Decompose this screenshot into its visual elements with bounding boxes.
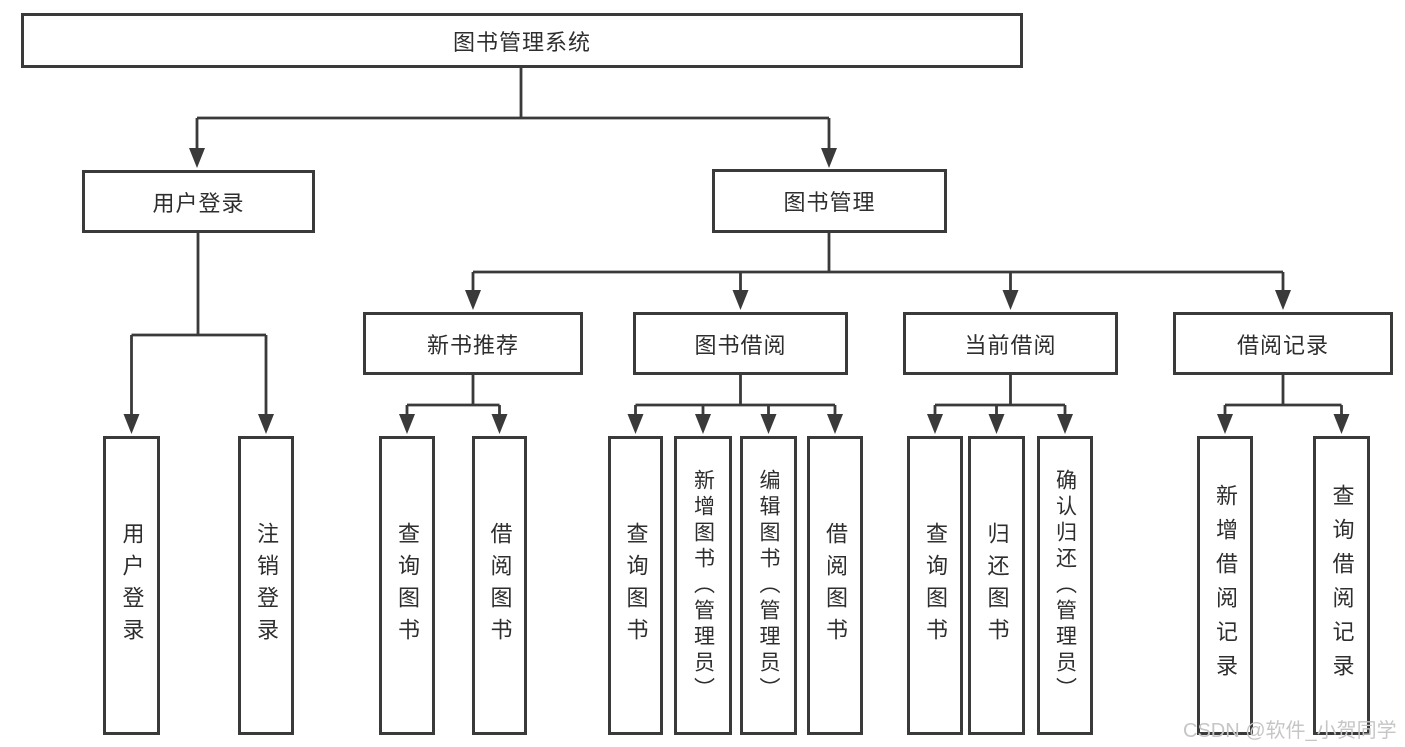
watermark-text: CSDN @软件_小贺同学 — [1183, 720, 1397, 742]
leaf-confirm-return-admin: 确认归还（管理员） — [1037, 436, 1093, 735]
leaf-return-books: 归还图书 — [968, 436, 1025, 735]
node-borrow-records: 借阅记录 — [1173, 312, 1393, 375]
leaf-logout-label: 注销登录 — [254, 521, 279, 650]
node-new-book-recommend: 新书推荐 — [363, 312, 583, 375]
leaf-edit-book-admin: 编辑图书（管理员） — [740, 436, 797, 735]
leaf-add-borrow-record: 新增借阅记录 — [1197, 436, 1253, 735]
node-system-root: 图书管理系统 — [21, 13, 1023, 68]
leaf-recommend-query-books: 查询图书 — [379, 436, 435, 735]
leaf-recommend-borrow-books-label: 借阅图书 — [487, 521, 513, 650]
node-book-borrow: 图书借阅 — [633, 312, 848, 375]
node-book-management-label: 图书管理 — [783, 190, 876, 215]
leaf-query-borrow-record-label: 查询借阅记录 — [1329, 483, 1355, 688]
leaf-add-borrow-record-label: 新增借阅记录 — [1213, 483, 1238, 688]
leaf-add-book-admin-label: 新增图书（管理员） — [691, 468, 715, 703]
leaf-user-login-label: 用户登录 — [119, 521, 145, 650]
leaf-user-login: 用户登录 — [103, 436, 160, 735]
leaf-current-query-books: 查询图书 — [907, 436, 963, 735]
node-book-borrow-label: 图书借阅 — [694, 332, 787, 358]
node-current-borrow: 当前借阅 — [903, 312, 1118, 375]
leaf-add-book-admin: 新增图书（管理员） — [674, 436, 732, 735]
node-user-login-label: 用户登录 — [152, 190, 245, 216]
node-new-book-recommend-label: 新书推荐 — [426, 332, 519, 358]
leaf-query-borrow-record: 查询借阅记录 — [1313, 436, 1370, 735]
leaf-borrow-query-books: 查询图书 — [608, 436, 663, 735]
leaf-return-books-label: 归还图书 — [984, 521, 1010, 650]
leaf-edit-book-admin-label: 编辑图书（管理员） — [757, 468, 780, 703]
leaf-recommend-borrow-books: 借阅图书 — [472, 436, 527, 735]
leaf-borrow-query-books-label: 查询图书 — [623, 521, 649, 650]
node-current-borrow-label: 当前借阅 — [964, 332, 1057, 358]
leaf-current-query-books-label: 查询图书 — [923, 521, 948, 650]
node-system-root-label: 图书管理系统 — [452, 29, 591, 55]
node-borrow-records-label: 借阅记录 — [1236, 332, 1329, 358]
node-user-login: 用户登录 — [82, 170, 315, 233]
leaf-recommend-query-books-label: 查询图书 — [395, 521, 420, 650]
leaf-borrow-books-label: 借阅图书 — [823, 521, 848, 650]
leaf-logout: 注销登录 — [238, 436, 294, 735]
node-book-management: 图书管理 — [712, 169, 947, 233]
leaf-confirm-return-admin-label: 确认归还（管理员） — [1053, 468, 1077, 703]
leaf-borrow-books: 借阅图书 — [807, 436, 863, 735]
